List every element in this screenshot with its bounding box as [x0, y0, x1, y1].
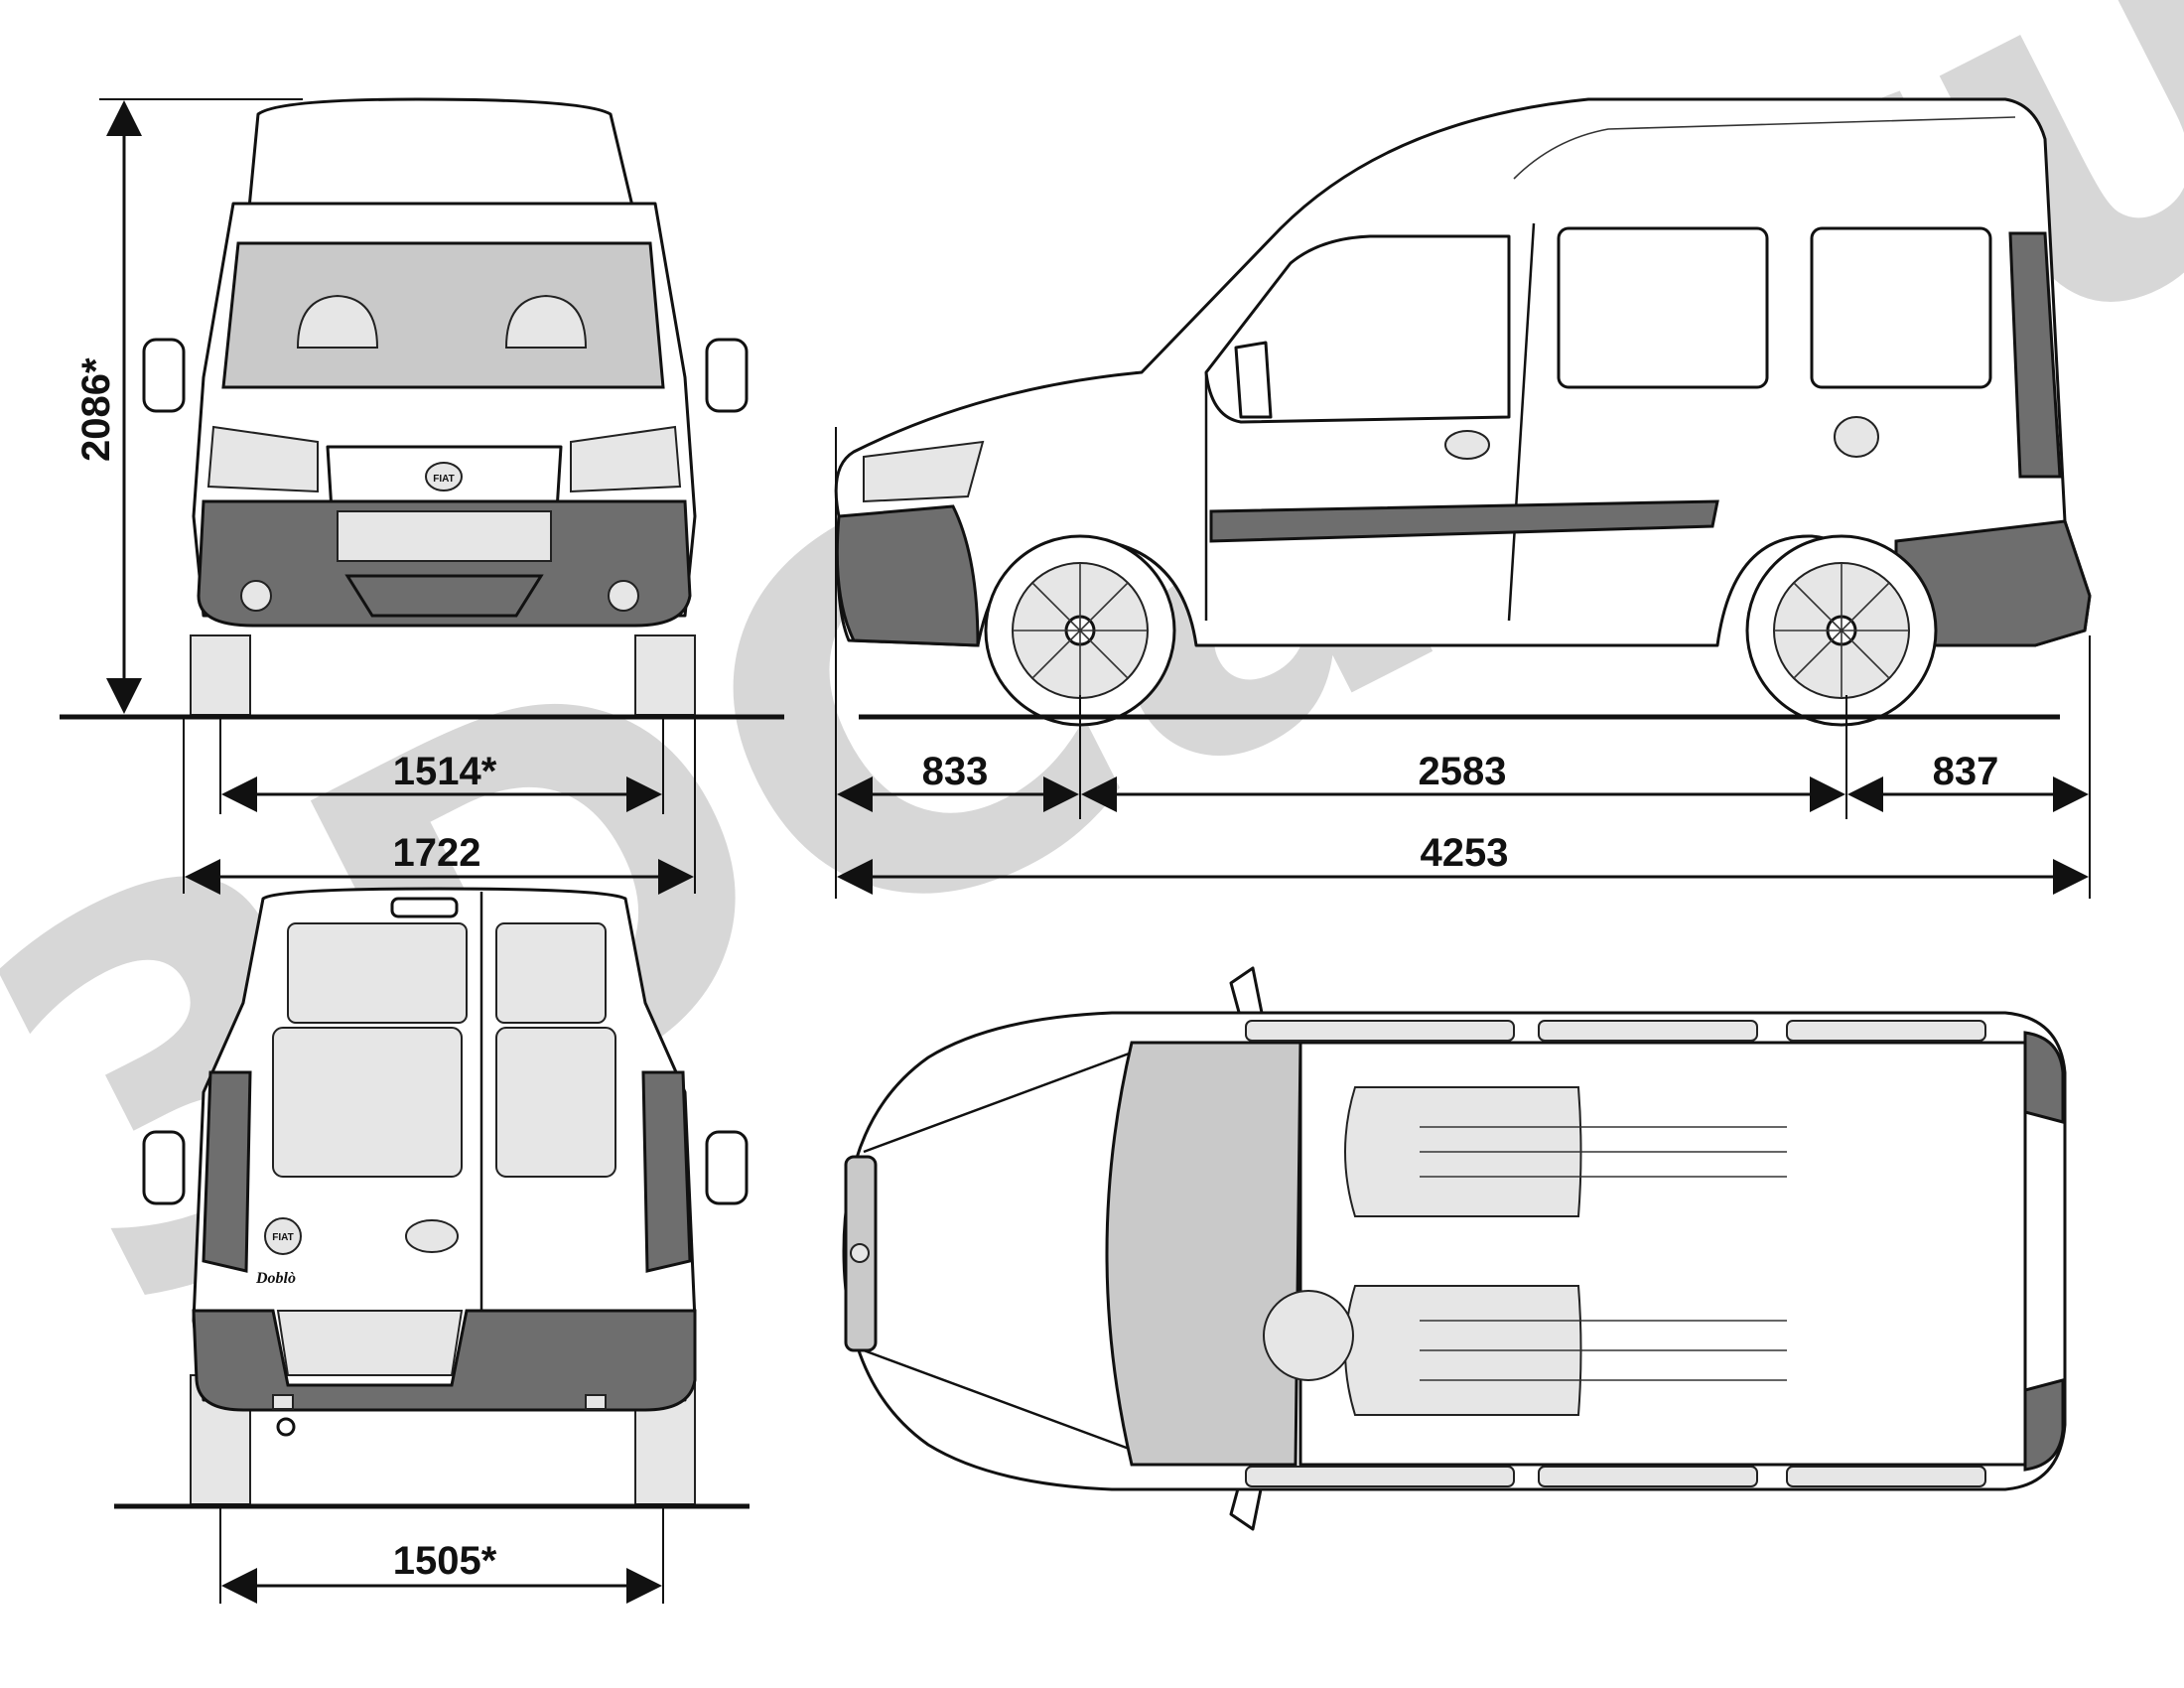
front-air-dam — [344, 574, 544, 618]
rear-view: FIAT Doblò — [142, 887, 749, 1505]
side-door-handle — [1444, 430, 1490, 460]
rear-door-handle — [405, 1219, 459, 1253]
side-headlight — [863, 440, 985, 503]
front-windscreen — [221, 241, 665, 389]
width-dimension: 1722 — [183, 715, 696, 895]
side-front-window — [1204, 234, 1511, 424]
side-taillight — [2008, 231, 2062, 479]
front-logo-text: FIAT — [433, 474, 454, 485]
wheelbase-label: 2583 — [1419, 750, 1507, 793]
side-dimensions: 833 2583 837 4253 — [835, 427, 2091, 899]
side-rear-wheel — [1745, 534, 1938, 727]
top-view — [842, 966, 2067, 1531]
side-slide-door-line — [1507, 222, 1536, 622]
front-overhang-label: 833 — [922, 750, 989, 793]
front-seat-left — [296, 294, 379, 349]
front-right-tire — [634, 634, 696, 716]
top-window-strip-6 — [1786, 1466, 1986, 1487]
height-label: 2086* — [74, 357, 118, 462]
rear-mirror-left — [142, 1130, 186, 1205]
height-dimension: 2086* — [74, 98, 303, 714]
rear-reflector-right — [585, 1394, 607, 1410]
width-label: 1722 — [393, 831, 481, 875]
top-steering-wheel — [1263, 1290, 1354, 1381]
front-headlight-left — [206, 425, 319, 493]
side-front-wheel — [984, 534, 1176, 727]
rear-logo-text: FIAT — [272, 1232, 293, 1243]
top-window-strip-2 — [1538, 1020, 1758, 1042]
rear-mirror-right — [705, 1130, 749, 1205]
side-view — [834, 97, 2092, 727]
top-windscreen — [1105, 1041, 1302, 1467]
side-slide-window — [1557, 226, 1769, 389]
side-rear-window — [1810, 226, 1992, 389]
front-seat-right — [504, 294, 588, 349]
rear-track-label: 1505* — [393, 1539, 497, 1583]
top-window-strip-5 — [1538, 1466, 1758, 1487]
top-roof-ribs — [1420, 1126, 1787, 1381]
front-view: FIAT — [142, 97, 749, 716]
front-bumper — [197, 499, 692, 628]
front-track-dimension: 1514* — [219, 715, 664, 814]
rear-plate-recess — [276, 1310, 464, 1376]
side-mirror — [1234, 341, 1273, 419]
rear-tow-hook — [276, 1417, 296, 1437]
front-roof — [246, 97, 637, 220]
top-window-strip-4 — [1245, 1466, 1515, 1487]
front-fiat-badge — [425, 462, 463, 492]
rear-model-badge: Doblò — [255, 1270, 296, 1287]
top-window-strip-3 — [1786, 1020, 1986, 1042]
side-fuel-flap — [1834, 416, 1879, 458]
rear-brake-light — [390, 897, 459, 918]
rear-bumper — [192, 1309, 697, 1412]
front-fog-right — [608, 580, 639, 612]
top-fiat-badge — [850, 1243, 870, 1263]
front-mirror-left — [142, 338, 186, 413]
rear-window-left — [272, 1027, 463, 1178]
rear-window-upper-right — [495, 922, 607, 1024]
top-window-strip-1 — [1245, 1020, 1515, 1042]
side-roof-rail — [1513, 116, 2016, 180]
rear-overhang-label: 837 — [1933, 750, 1999, 793]
rear-window-upper-left — [287, 922, 468, 1024]
rear-taillight-right — [641, 1070, 692, 1273]
front-mirror-right — [705, 338, 749, 413]
front-left-tire — [190, 634, 251, 716]
front-track-label: 1514* — [393, 750, 497, 793]
rear-reflector-left — [272, 1394, 294, 1410]
side-front-bumper — [835, 504, 980, 647]
rear-track-dimension: 1505* — [219, 1504, 664, 1604]
rear-taillight-left — [202, 1070, 252, 1273]
front-lower-grille — [337, 510, 552, 562]
top-rear-corner-left — [2023, 1031, 2065, 1124]
front-headlight-right — [570, 425, 682, 493]
rear-fiat-badge — [264, 1217, 302, 1255]
front-fog-left — [240, 580, 272, 612]
length-label: 4253 — [1421, 831, 1509, 875]
rear-window-right — [495, 1027, 616, 1178]
side-moulding — [1209, 499, 1719, 543]
top-hood-lines — [863, 1051, 1133, 1452]
top-rear-corner-right — [2023, 1378, 2065, 1472]
